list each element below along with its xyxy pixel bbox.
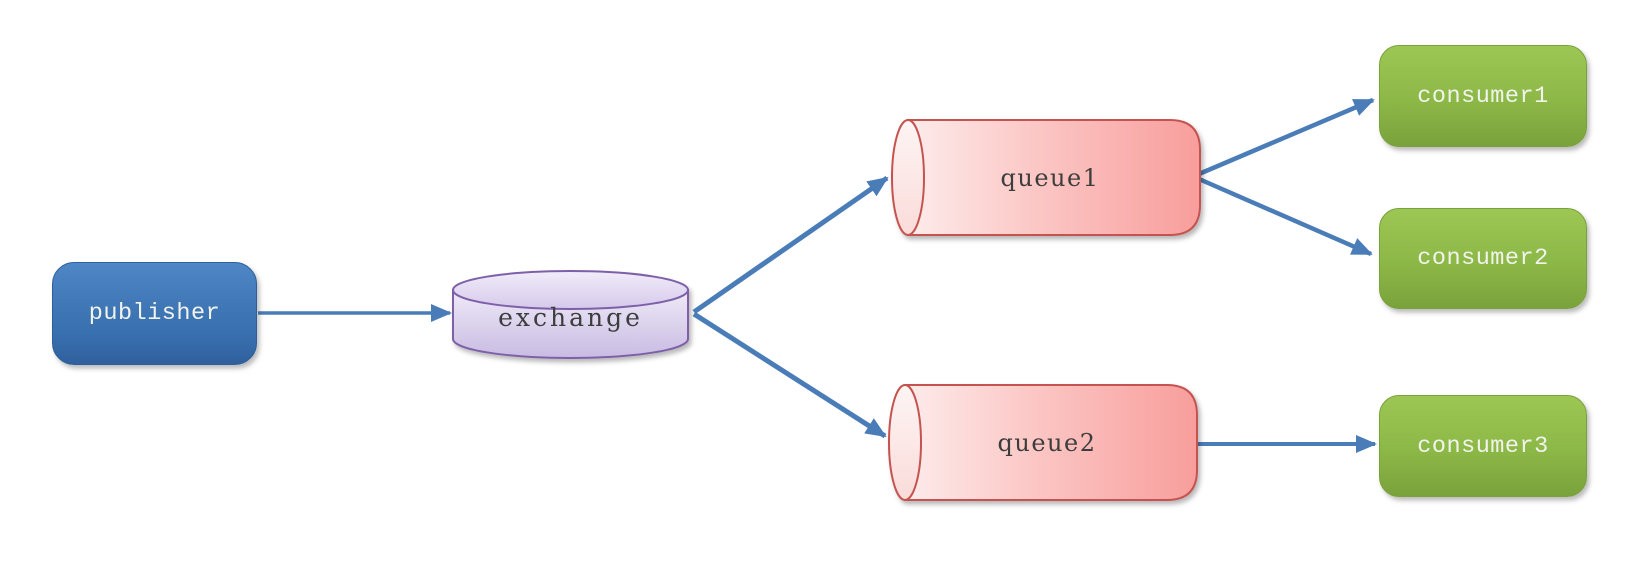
node-queue1 — [891, 119, 1201, 236]
exchange-cylinder-top — [452, 270, 689, 310]
node-publisher: publisher — [52, 262, 257, 365]
edge-queue1-consumer2 — [1198, 176, 1373, 257]
edge-exchange-queue2 — [692, 311, 887, 439]
exchange-label-wrap: exchange — [453, 294, 688, 340]
edge-queue1-consumer1 — [1198, 97, 1375, 177]
queue1-cylinder-cap — [891, 119, 925, 236]
queue1-label-wrap: queue1 — [900, 120, 1200, 235]
consumer1-label: consumer1 — [1417, 82, 1549, 110]
node-consumer1: consumer1 — [1379, 45, 1587, 147]
node-consumer2: consumer2 — [1379, 208, 1587, 309]
edge-exchange-queue1 — [692, 175, 889, 315]
queue1-cylinder-body — [907, 119, 1201, 236]
consumer3-label: consumer3 — [1417, 432, 1549, 460]
publisher-label: publisher — [88, 300, 221, 327]
queue2-label: queue2 — [997, 428, 1097, 457]
exchange-label: exchange — [498, 302, 643, 332]
queue2-cylinder-cap — [888, 384, 922, 501]
node-exchange — [452, 270, 689, 359]
node-consumer3: consumer3 — [1379, 395, 1587, 497]
node-queue2 — [888, 384, 1198, 501]
queue2-label-wrap: queue2 — [897, 385, 1197, 500]
queue2-cylinder-body — [904, 384, 1198, 501]
consumer2-label: consumer2 — [1417, 245, 1549, 272]
queue1-label: queue1 — [1000, 163, 1100, 192]
